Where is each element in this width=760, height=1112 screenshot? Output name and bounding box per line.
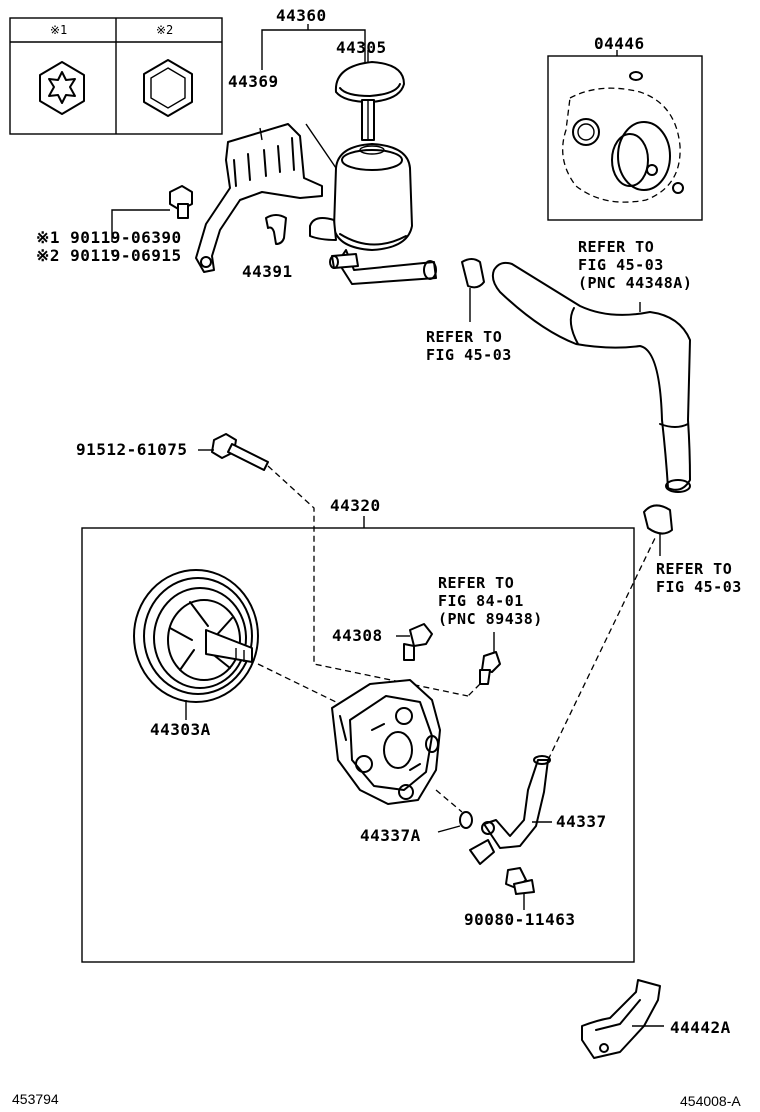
refer-note-line: FIG 45-03 xyxy=(426,346,512,364)
refer-note-line: REFER TO xyxy=(578,238,655,256)
part-label-44320[interactable]: 44320 xyxy=(330,496,381,515)
part-label-44308[interactable]: 44308 xyxy=(332,626,383,645)
part-label-04446[interactable]: 04446 xyxy=(594,34,645,53)
refer-note-clamp-lower[interactable]: REFER TO FIG 45-03 xyxy=(656,560,742,596)
reservoir-tank-drawing xyxy=(305,123,437,285)
part-label-90080-11463[interactable]: 90080-11463 xyxy=(464,910,576,929)
return-hose-drawing xyxy=(461,258,691,493)
part-label-90119-06915[interactable]: ※2 90119-06915 xyxy=(36,246,182,265)
illustration-id-left: 453794 xyxy=(12,1091,59,1107)
part-label-91512-61075[interactable]: 91512-61075 xyxy=(76,440,188,459)
refer-note-line: FIG 45-03 xyxy=(656,578,742,596)
refer-note-line: REFER TO xyxy=(426,328,503,346)
assembly-44360-leader xyxy=(261,24,366,70)
refer-note-line: (PNC 89438) xyxy=(438,610,543,628)
clip-44391-drawing xyxy=(265,214,287,245)
sensor-89438-drawing xyxy=(467,632,501,697)
tube-44337-drawing xyxy=(469,535,657,865)
fitting-44308-drawing xyxy=(396,623,433,661)
refer-note-44348A[interactable]: REFER TO FIG 45-03 (PNC 44348A) xyxy=(578,238,692,292)
pump-body-drawing xyxy=(331,679,441,805)
part-label-44391[interactable]: 44391 xyxy=(242,262,293,281)
part-label-44369[interactable]: 44369 xyxy=(228,72,279,91)
refer-note-line: REFER TO xyxy=(438,574,515,592)
hex-bolt-head-icon xyxy=(143,59,193,117)
part-label-44305[interactable]: 44305 xyxy=(336,38,387,57)
torx-bolt-head-icon xyxy=(39,61,85,115)
reservoir-cap-drawing xyxy=(334,50,405,141)
o-ring-44337A-drawing xyxy=(435,789,473,833)
refer-note-clamp-upper[interactable]: REFER TO FIG 45-03 xyxy=(426,328,512,364)
refer-note-line: (PNC 44348A) xyxy=(578,274,693,292)
part-label-44360[interactable]: 44360 xyxy=(276,6,327,25)
legend-mark-2: ※2 xyxy=(156,23,174,37)
bolt-91512-drawing xyxy=(198,433,469,697)
illustration-id-right: 454008-A xyxy=(680,1093,741,1109)
seal-kit-04446-drawing xyxy=(547,50,703,221)
bolt-90080-drawing xyxy=(505,867,535,910)
bracket-44369-drawing xyxy=(195,123,323,273)
legend-box xyxy=(9,17,223,135)
part-label-44442A[interactable]: 44442A xyxy=(670,1018,731,1037)
hose-clamp-drawing xyxy=(643,504,673,556)
pump-assembly-box xyxy=(81,516,635,963)
part-label-44337A[interactable]: 44337A xyxy=(360,826,421,845)
pulley-44303A-drawing xyxy=(133,569,341,720)
refer-note-line: FIG 45-03 xyxy=(578,256,664,274)
part-label-44303A[interactable]: 44303A xyxy=(150,720,211,739)
bolt-90119-drawing xyxy=(111,185,193,254)
refer-note-line: REFER TO xyxy=(656,560,733,578)
part-label-44337[interactable]: 44337 xyxy=(556,812,607,831)
legend-mark-1: ※1 xyxy=(50,23,68,37)
part-label-90119-06390[interactable]: ※1 90119-06390 xyxy=(36,228,182,247)
cover-44442A-drawing xyxy=(581,979,664,1059)
refer-note-89438[interactable]: REFER TO FIG 84-01 (PNC 89438) xyxy=(438,574,543,628)
refer-note-line: FIG 84-01 xyxy=(438,592,524,610)
